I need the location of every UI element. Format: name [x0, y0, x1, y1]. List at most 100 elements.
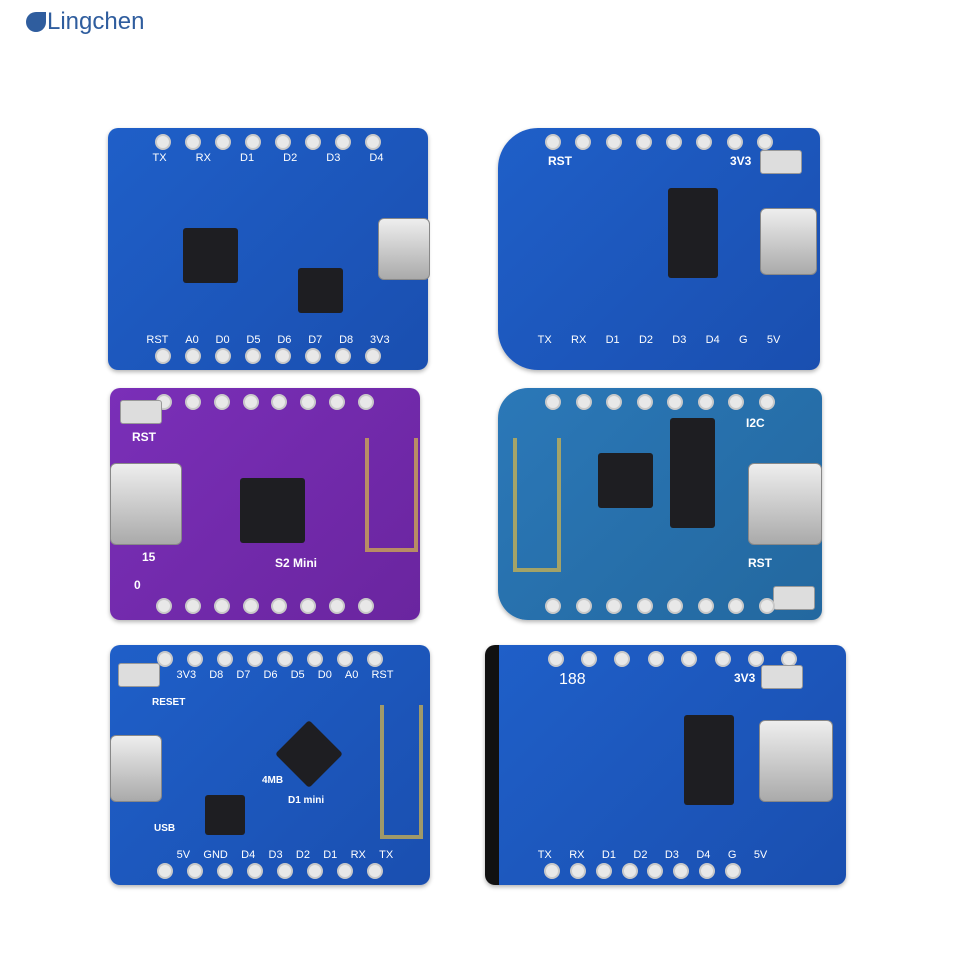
header-pin-hole: [696, 134, 713, 150]
header-pin-hole: [621, 863, 638, 879]
gpio15-label: 15: [142, 550, 156, 564]
rst-button[interactable]: [120, 400, 162, 424]
pin-label: D3: [664, 849, 679, 861]
header-pin-hole: [545, 394, 562, 410]
esp8266-chip: [275, 720, 343, 788]
header-pin-hole: [614, 651, 631, 667]
header-pin-hole: [697, 394, 714, 410]
pin-label: 188: [559, 671, 586, 688]
header-pin-hole: [215, 134, 231, 150]
header-pin-hole: [305, 134, 321, 150]
header-pin-hole: [335, 348, 351, 364]
pin-label: D6: [277, 334, 292, 346]
pin-label: RX: [195, 152, 211, 164]
header-pin-hole: [365, 134, 381, 150]
header-pin-hole: [185, 348, 201, 364]
header-pin-hole: [247, 863, 263, 879]
header-pin-hole: [699, 863, 716, 879]
header-pin-hole: [365, 348, 381, 364]
header-pin-hole: [155, 134, 171, 150]
pin-label: RX: [569, 849, 585, 861]
header-pin-hole: [606, 394, 623, 410]
esp32-c3-chip: [598, 453, 653, 508]
header-pin-hole: [328, 394, 345, 410]
header-pin-hole: [667, 598, 684, 614]
usb-label: USB: [154, 823, 176, 834]
header-pin-hole: [242, 394, 259, 410]
header-pin-hole: [697, 598, 714, 614]
pin-label: RX: [350, 849, 366, 861]
header-pin-hole: [595, 863, 612, 879]
pin-label: GND: [203, 849, 228, 861]
usb-c-port: [759, 720, 833, 802]
pin-header-bottom: [110, 598, 420, 614]
header-pin-hole: [245, 134, 261, 150]
header-pin-hole: [307, 651, 323, 667]
header-pin-hole: [328, 598, 345, 614]
pin-label: TX: [537, 334, 552, 346]
reset-button[interactable]: [760, 150, 802, 174]
header-pin-hole: [277, 651, 293, 667]
pin-header-bottom: [108, 348, 428, 364]
header-pin-hole: [300, 598, 317, 614]
pin-label: D3: [268, 849, 283, 861]
pin-label: RST: [371, 669, 394, 681]
pin-label: D7: [308, 334, 323, 346]
header-pin-hole: [605, 134, 622, 150]
reset-button[interactable]: [761, 665, 803, 689]
pin-label: D6: [263, 669, 278, 681]
header-pin-hole: [185, 598, 202, 614]
reset-button[interactable]: [118, 663, 160, 687]
header-pin-hole: [647, 651, 664, 667]
pin-label: D0: [215, 334, 230, 346]
header-pin-hole: [185, 394, 202, 410]
usb-serial-chip: [684, 715, 734, 805]
pin-label: D2: [633, 849, 648, 861]
header-pin-hole: [758, 394, 775, 410]
header-pin-hole: [247, 651, 263, 667]
header-pin-hole: [187, 651, 203, 667]
pin-label: 3V3: [176, 669, 197, 681]
pin-label: G: [727, 849, 737, 861]
rst-button[interactable]: [773, 586, 815, 610]
header-pin-hole: [635, 134, 652, 150]
pin-label: D2: [638, 334, 653, 346]
header-pin-hole: [337, 863, 353, 879]
header-pin-hole: [725, 863, 742, 879]
usb-c-port: [748, 463, 822, 545]
pin-label: TX: [537, 849, 552, 861]
usb-serial-chip: [668, 188, 718, 278]
pin-header-bottom: [499, 863, 846, 879]
pin-label: D3: [672, 334, 687, 346]
pcb-antenna: [365, 438, 418, 552]
pin-label: TX: [152, 152, 167, 164]
header-pin-hole: [545, 598, 562, 614]
header-pin-hole: [545, 134, 562, 150]
header-pin-hole: [271, 394, 288, 410]
flash-chip: [298, 268, 343, 313]
header-pin-hole: [157, 863, 173, 879]
header-pin-hole: [275, 348, 291, 364]
pin-header-top: [108, 134, 428, 150]
pin-label: D1: [323, 849, 338, 861]
pin-header-top: [498, 394, 822, 410]
pin-label: 5V: [753, 849, 768, 861]
pin-label: D1: [601, 849, 616, 861]
esp32-s2-chip: [240, 478, 305, 543]
header-pin-hole: [575, 598, 592, 614]
header-pin-hole: [367, 863, 383, 879]
header-pin-hole: [747, 651, 764, 667]
pin-label: D7: [236, 669, 251, 681]
pin-label: D4: [241, 849, 256, 861]
header-pin-hole: [157, 651, 173, 667]
pin-label: D2: [283, 152, 298, 164]
board-s2-mini: RST S2 Mini 15 0: [110, 388, 420, 620]
brand-name: Lingchen: [47, 8, 145, 35]
header-pin-hole: [277, 863, 293, 879]
gpio0-label: 0: [134, 578, 141, 592]
pin-label: TX: [379, 849, 394, 861]
